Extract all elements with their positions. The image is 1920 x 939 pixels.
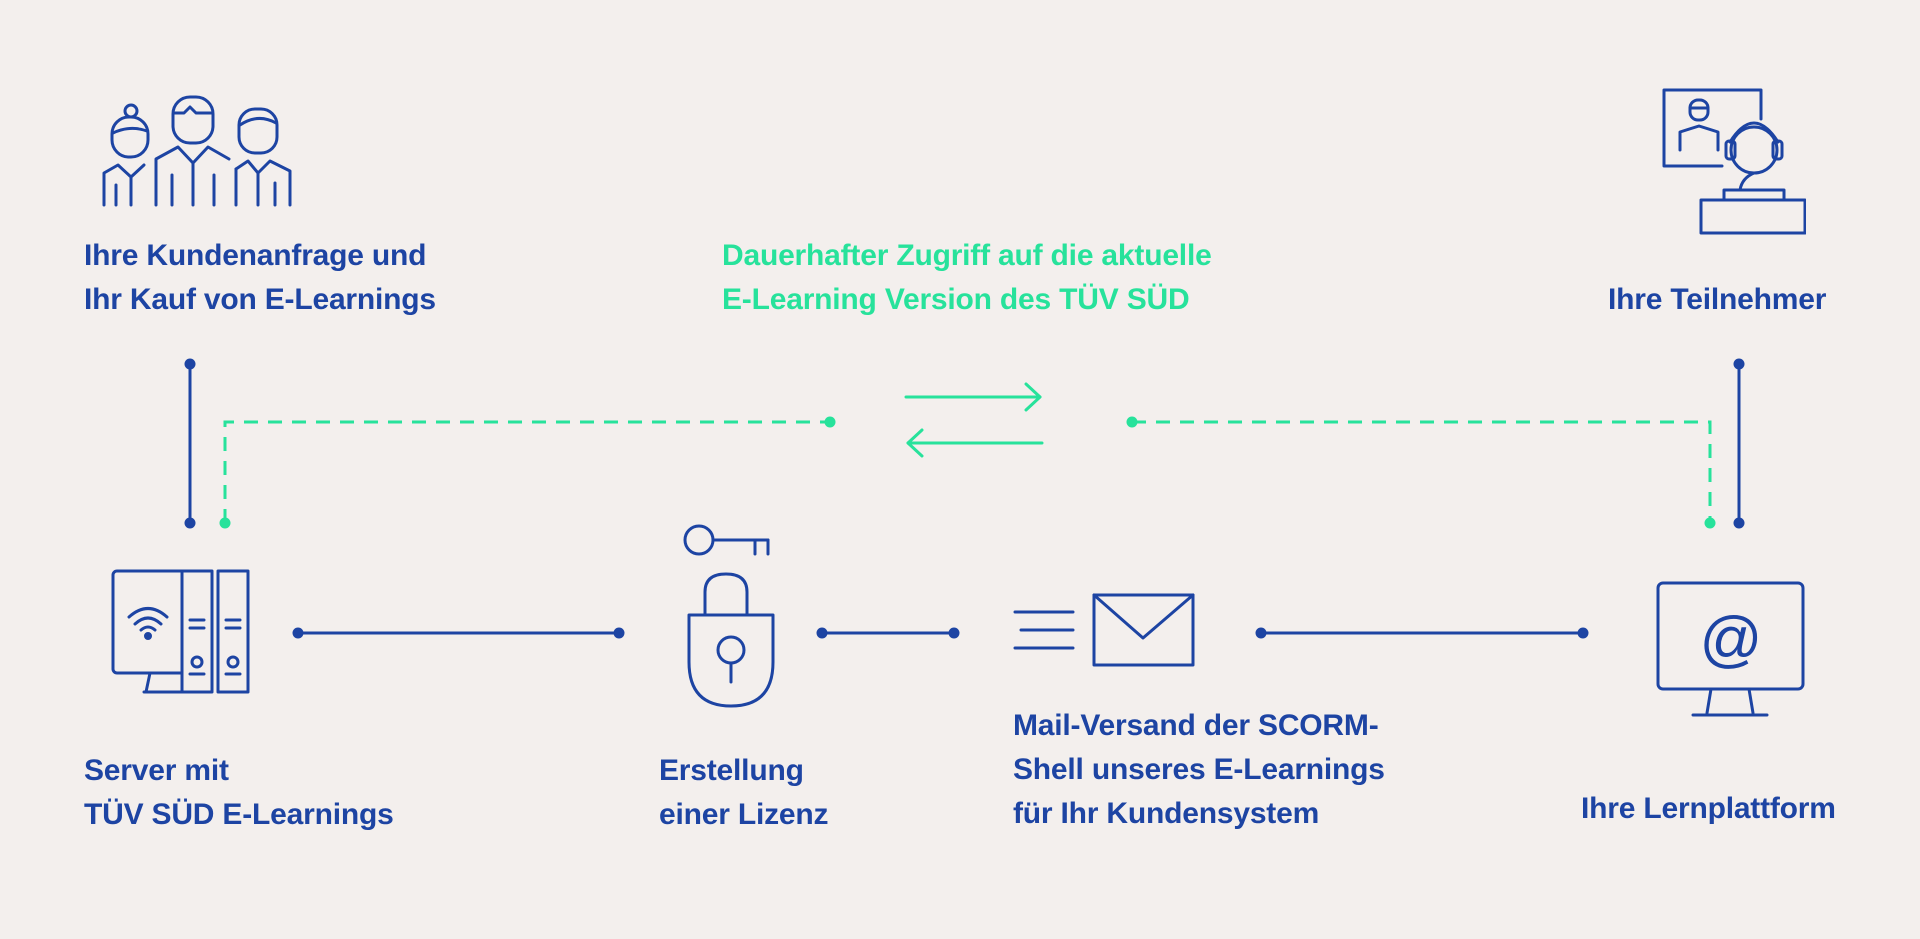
label-customers: Ihre Kundenanfrage und Ihr Kauf von E-Le…: [84, 239, 436, 316]
dashed-access-right: [1132, 420, 1712, 523]
label-platform: Ihre Lernplattform: [1581, 792, 1836, 825]
label-access: Dauerhafter Zugriff auf die aktuelle E-L…: [722, 239, 1212, 316]
padlock-key-icon: [683, 524, 775, 708]
label-mail: Mail-Versand der SCORM- Shell unseres E-…: [1013, 709, 1385, 830]
video-call-headset-icon: [1662, 88, 1806, 235]
people-group-icon: [102, 95, 292, 207]
monitor-at-icon: @: [1656, 581, 1805, 717]
label-server: Server mit TÜV SÜD E-Learnings: [84, 754, 394, 831]
label-participants: Ihre Teilnehmer: [1608, 283, 1827, 316]
server-computer-icon: [111, 569, 250, 694]
exchange-arrows-icon: [904, 382, 1044, 458]
label-license: Erstellung einer Lizenz: [659, 754, 829, 831]
dashed-access-left: [223, 420, 830, 523]
at-sign-glyph: @: [1700, 605, 1763, 674]
envelope-icon: [1013, 593, 1195, 667]
